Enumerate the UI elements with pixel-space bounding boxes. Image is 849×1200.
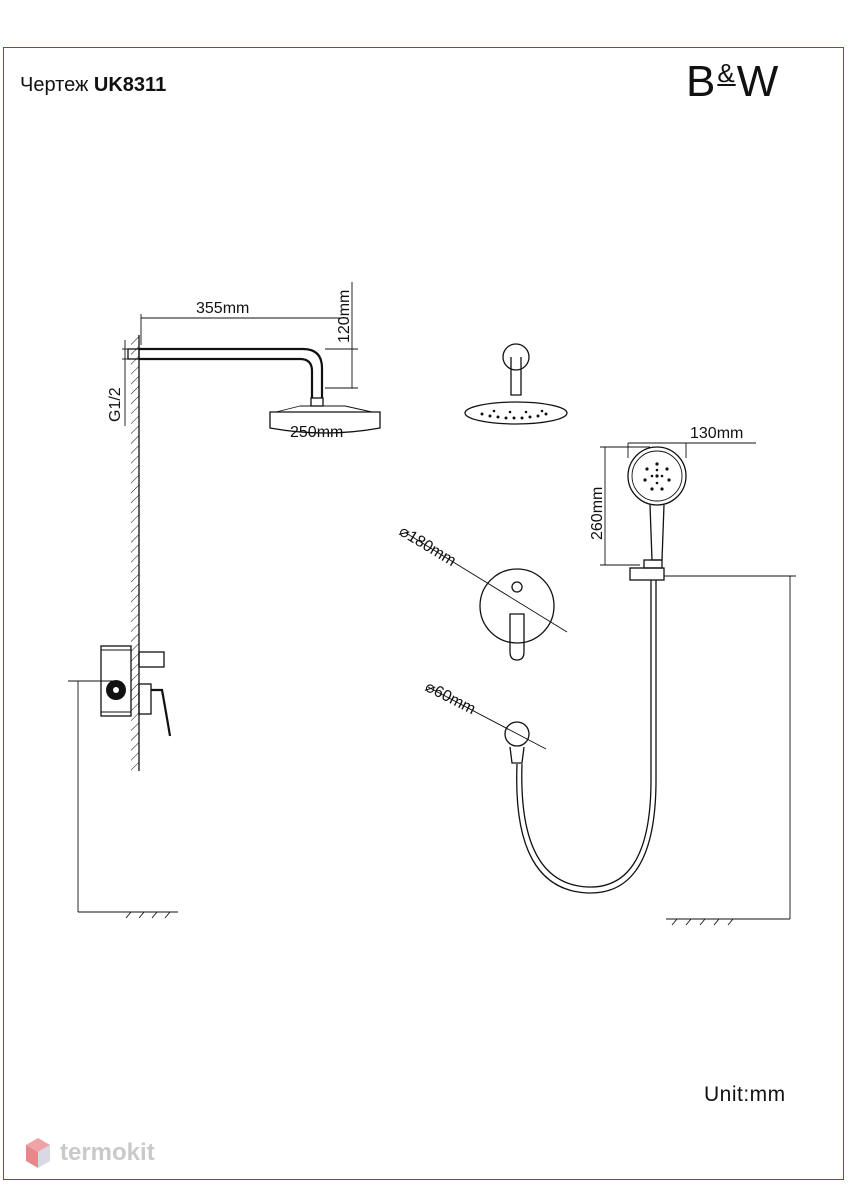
arm-front bbox=[510, 357, 522, 396]
mixer-cover bbox=[138, 683, 152, 715]
shower-hose-outer bbox=[516, 580, 657, 894]
watermark: termokit bbox=[24, 1136, 155, 1170]
logo-letter-w: W bbox=[736, 57, 780, 106]
front-view: 130mm 260mm ⌀180mm ⌀60mm bbox=[396, 343, 796, 926]
hand-shower-head bbox=[627, 446, 687, 506]
rain-head-front bbox=[464, 401, 568, 425]
dim-head-diameter: 250mm bbox=[290, 424, 343, 441]
unit-note: Unit:mm bbox=[704, 1083, 786, 1106]
dim-arm-drop: 120mm bbox=[336, 290, 353, 343]
drawing-frame bbox=[3, 47, 844, 1180]
wall-hatch bbox=[131, 335, 139, 771]
logo-letter-b: B bbox=[686, 57, 717, 106]
dim-connection: G1/2 bbox=[107, 387, 124, 422]
arm-flange-front bbox=[502, 343, 530, 371]
dim-hand-shower-length: 260mm bbox=[589, 487, 606, 540]
handle-connector bbox=[643, 559, 663, 569]
rain-head-side bbox=[269, 411, 381, 434]
dim-arm-length: 355mm bbox=[196, 300, 249, 317]
title-prefix: Чертеж bbox=[20, 74, 89, 96]
logo-ampersand: & bbox=[717, 58, 736, 88]
hand-shower-nozzles bbox=[643, 462, 671, 491]
mixer-handle-front bbox=[509, 613, 525, 661]
shower-hose-inner bbox=[521, 580, 652, 888]
mixer-plate-front bbox=[479, 568, 555, 644]
wall-outlet-front bbox=[504, 721, 530, 747]
diverter-knob bbox=[511, 581, 523, 593]
outlet-nozzle bbox=[509, 746, 525, 764]
outlet-spout bbox=[138, 651, 165, 668]
brand-logo: B&W bbox=[686, 60, 779, 104]
mixer-lever bbox=[151, 688, 172, 737]
dim-mixer-plate: ⌀180mm bbox=[396, 523, 459, 570]
hand-shower-handle bbox=[649, 504, 665, 561]
shower-arm-bottom bbox=[139, 357, 314, 398]
drawing-title: Чертеж UK8311 bbox=[20, 74, 166, 97]
watermark-text: termokit bbox=[60, 1139, 155, 1166]
dim-hand-shower-width: 130mm bbox=[690, 425, 743, 442]
model-code: UK8311 bbox=[93, 74, 167, 96]
dim-outlet: ⌀60mm bbox=[422, 678, 478, 718]
shower-arm-top bbox=[139, 347, 324, 398]
cube-icon bbox=[26, 1138, 50, 1168]
wall-flange bbox=[127, 348, 140, 360]
side-view: 355mm 120mm G1/2 250mm bbox=[68, 282, 381, 919]
ball-joint bbox=[310, 397, 324, 407]
rain-head-nozzles bbox=[480, 409, 548, 420]
shower-holder bbox=[629, 567, 665, 581]
